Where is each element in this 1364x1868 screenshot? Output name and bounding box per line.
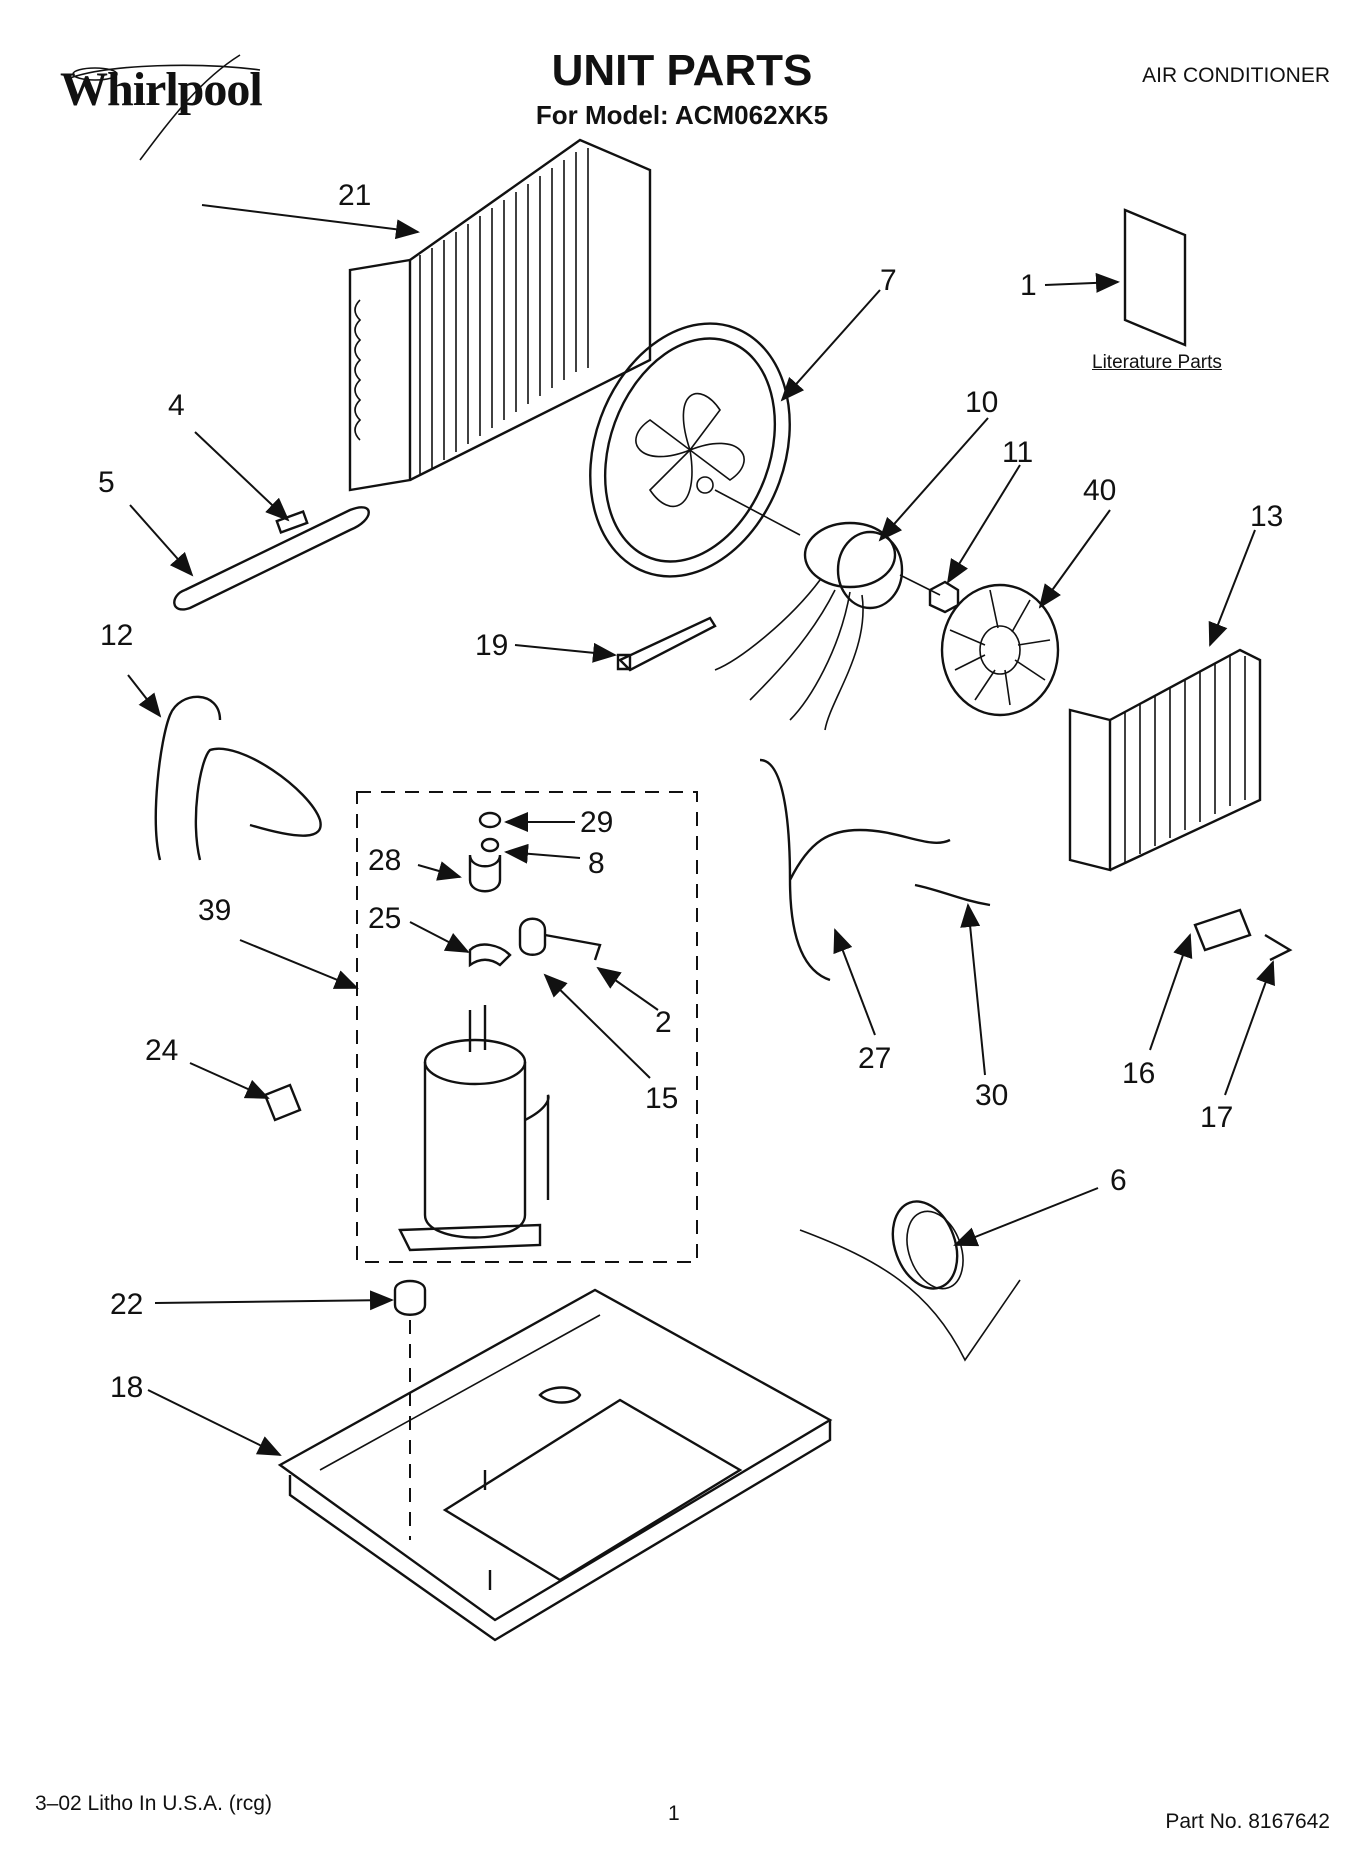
terminal-cover-part — [468, 811, 512, 968]
fan-motor-part — [714, 521, 941, 731]
callout-24: 24 — [145, 1034, 178, 1067]
clamp-part — [263, 1083, 302, 1122]
callout-4: 4 — [168, 389, 185, 422]
shaft-nut-part — [928, 580, 960, 614]
page-title: UNIT PARTS — [551, 46, 813, 95]
callout-10: 10 — [965, 386, 998, 419]
product-category: AIR CONDITIONER — [1142, 64, 1330, 87]
sensor-bulb-part — [275, 510, 309, 534]
base-pan-part — [277, 1288, 833, 1642]
suction-tube-part — [154, 695, 322, 861]
discharge-tube-part — [759, 758, 951, 982]
callout-18: 18 — [110, 1371, 143, 1404]
literature-booklet-part — [1123, 208, 1187, 347]
footer-litho: 3–02 Litho In U.S.A. (rcg) — [35, 1792, 272, 1815]
condenser-coil-part — [348, 138, 652, 492]
blower-wheel-part — [940, 583, 1060, 717]
callout-2: 2 — [655, 1006, 672, 1039]
callout-17: 17 — [1200, 1101, 1233, 1134]
thermistor-part — [914, 883, 991, 907]
page-number: 1 — [668, 1802, 680, 1825]
callout-16: 16 — [1122, 1057, 1155, 1090]
callout-39: 39 — [198, 894, 231, 927]
clip-part — [1264, 933, 1293, 962]
seal-gasket-part — [799, 1200, 1021, 1362]
literature-parts-label: Literature Parts — [1092, 352, 1222, 373]
callout-19: 19 — [475, 629, 508, 662]
leader-lines — [127, 204, 1275, 1456]
wire-part — [544, 933, 602, 961]
callout-22: 22 — [110, 1288, 143, 1321]
fan-shroud-part — [589, 322, 801, 578]
grommet-part — [518, 917, 547, 956]
capillary-tube-part — [173, 506, 370, 611]
callout-15: 15 — [645, 1082, 678, 1115]
cable-tie-part — [616, 616, 717, 672]
callout-11: 11 — [1002, 436, 1033, 469]
callout-40: 40 — [1083, 474, 1116, 507]
callout-30: 30 — [975, 1079, 1008, 1112]
callout-5: 5 — [98, 466, 115, 499]
callout-29: 29 — [580, 806, 613, 839]
bracket-part — [1193, 908, 1252, 952]
callout-21: 21 — [338, 179, 371, 212]
model-subtitle: For Model: ACM062XK5 — [535, 100, 829, 130]
callout-8: 8 — [588, 847, 605, 880]
callout-25: 25 — [368, 902, 401, 935]
callout-13: 13 — [1250, 500, 1283, 533]
compressor-foot-part — [393, 1279, 427, 1316]
callout-1: 1 — [1020, 269, 1037, 302]
compressor-assembly-outline — [356, 791, 698, 1263]
callout-6: 6 — [1110, 1164, 1127, 1197]
callout-12: 12 — [100, 619, 133, 652]
part-number: Part No. 8167642 — [1165, 1810, 1330, 1833]
logo-swirl-icon — [69, 54, 261, 161]
callout-27: 27 — [858, 1042, 891, 1075]
callout-28: 28 — [368, 844, 401, 877]
evaporator-coil-part — [1068, 648, 1262, 872]
callout-7: 7 — [880, 264, 897, 297]
compressor-part — [398, 1005, 550, 1252]
